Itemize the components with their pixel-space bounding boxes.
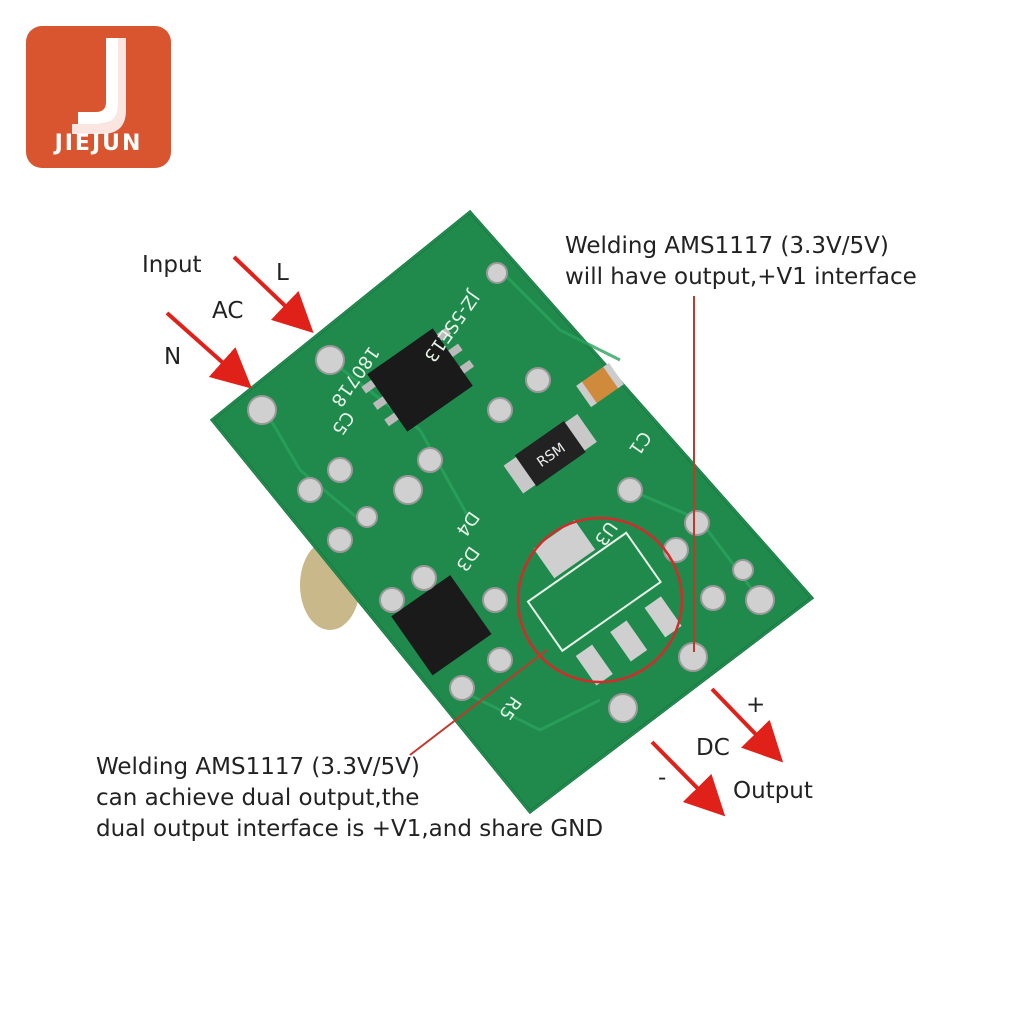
red-arrows [165,255,784,817]
rsm-diode: RSM [503,414,597,494]
arrow-plus [710,687,784,763]
bottom-callout-line [409,649,548,756]
dc-label: DC [696,735,730,761]
arrow-l [232,255,314,334]
brand-logo: JIEJUN [26,26,171,168]
minus-label: - [658,765,667,791]
bottom-note-line2: can achieve dual output,the [96,785,420,811]
l-label: L [276,260,289,286]
ic-chip-bottom [391,575,492,676]
input-label: Input [142,252,202,278]
bottom-note-line1: Welding AMS1117 (3.3V/5V) [96,754,420,780]
bottom-note-line3: dual output interface is +V1,and share G… [96,816,604,842]
jiejun-mark-icon [72,38,126,134]
top-note-line1: Welding AMS1117 (3.3V/5V) [565,233,889,259]
ic-chip-top [361,327,475,432]
ams1117-footprint [526,520,682,686]
smd-capacitor [576,362,624,408]
brand-name: JIEJUN [54,131,143,156]
arrow-n [165,311,252,389]
ac-label: AC [212,298,244,324]
plus-label: + [746,692,766,718]
output-label: Output [733,778,813,804]
top-note-line2: will have output,+V1 interface [565,264,917,290]
ams1117-highlight-circle [516,516,684,684]
n-label: N [164,344,182,370]
arrow-minus [650,740,726,817]
